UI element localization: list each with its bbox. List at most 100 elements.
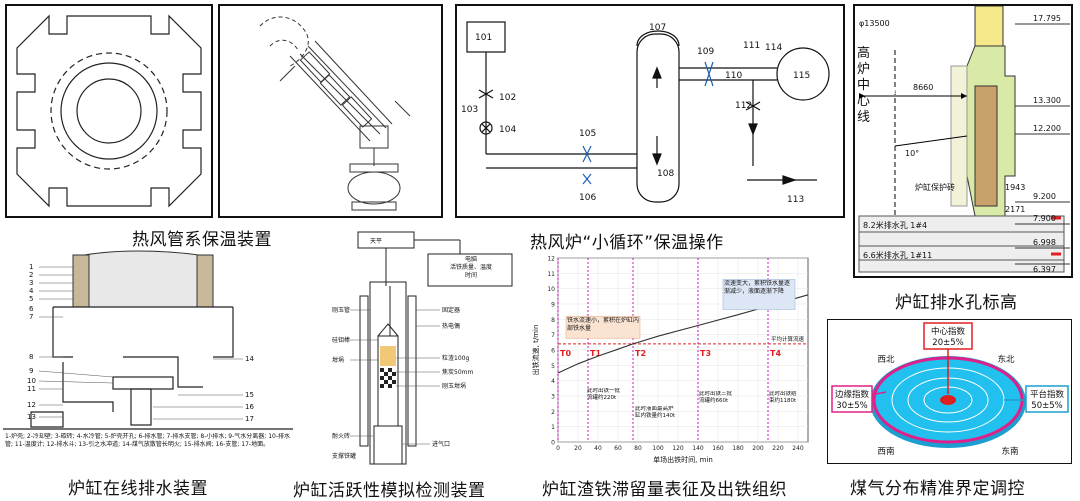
gas-nw: 西北 <box>877 355 895 365</box>
od-n10: 10 <box>27 377 36 385</box>
gas-sw: 西南 <box>877 446 894 457</box>
caption-hot-air-pipe: 热风管系保温装置 <box>132 230 272 250</box>
chart-annotation-3: 此时出铁一批流罐约220t <box>587 388 620 401</box>
chart-x-tick-label: 120 <box>672 445 684 452</box>
drain-row1: 8.2米排水孔 1#4 <box>863 220 927 230</box>
chart-y-tick-label: 5 <box>551 363 555 370</box>
gas-distribution-drawing: 中心指数 20±5% 边缘指数 30±5% 平台指数 50±5% 西北 东北 西… <box>831 322 1069 457</box>
panel-pipe-assembly <box>218 4 443 218</box>
label-106: 106 <box>579 193 596 203</box>
gas-center-label: 中心指数 <box>931 326 966 337</box>
act-thermocouple: 热电偶 <box>442 322 460 330</box>
od-n16: 16 <box>245 403 254 411</box>
drain-center-line: 高炉中心线 <box>857 46 871 125</box>
online-drain-drawing: 1 2 3 4 5 6 7 8 9 10 11 12 13 14 15 16 1… <box>3 250 293 448</box>
drain-e6397: 6.397 <box>1033 265 1056 274</box>
od-n14: 14 <box>245 355 254 363</box>
chart-annotation-5-text: 此时出铁三批流罐约660t <box>699 390 733 404</box>
chart-y-tick-label: 3 <box>551 394 555 401</box>
od-n7: 7 <box>29 313 33 321</box>
chart-y-tick-label: 2 <box>551 409 555 416</box>
chart-annotation-4-text: 此时液面最高炉缸内铁量约140t <box>635 406 676 420</box>
chart-y-tick-label: 8 <box>551 317 555 324</box>
act-graphite: 刚玉坩埚 <box>442 382 466 390</box>
drain-e6998: 6.998 <box>1033 238 1056 247</box>
chart-x-tick-label: 100 <box>652 445 664 452</box>
drain-2171: 2171 <box>1005 205 1025 214</box>
panel-activity-test: 天平 固定器 刚玉管 热电偶 硅钼棒 坩埚 粒渣100g 焦炭50mm 刚玉坩埚… <box>330 226 520 468</box>
od-n17: 17 <box>245 415 254 423</box>
gas-center-value: 20±5% <box>932 338 963 348</box>
panel-flange <box>5 4 213 218</box>
chart-x-tick-label: 160 <box>712 445 724 452</box>
chart-annotation-1-text: 铁水流速小，累积在炉缸内部铁水量 <box>567 317 639 332</box>
chart-x-tick-label: 80 <box>634 445 642 452</box>
drain-8660: 8660 <box>889 88 907 96</box>
panel-gas-distribution: 中心指数 20±5% 边缘指数 30±5% 平台指数 50±5% 西北 东北 西… <box>827 319 1072 464</box>
label-112: 112 <box>735 101 752 111</box>
drain-deg: 10° <box>905 149 919 158</box>
activity-drawing: 天平 固定器 刚玉管 热电偶 硅钼棒 坩埚 粒渣100g 焦炭50mm 刚玉坩埚… <box>332 231 513 465</box>
od-n15: 15 <box>245 391 254 399</box>
act-computer: 电脑 活铁质量、温度 时间 <box>449 256 492 279</box>
chart-x-tick-label: 180 <box>732 445 744 452</box>
act-balance: 天平 <box>370 238 382 245</box>
chart-x-tick-label: 200 <box>752 445 764 452</box>
caption-slag-iron: 炉缸渣铁滞留量表征及出铁组织 <box>542 480 787 500</box>
od-n2: 2 <box>29 271 33 279</box>
od-n1: 1 <box>29 263 33 271</box>
drain-1943: 1943 <box>1005 183 1025 192</box>
panel-drain-hole: φ13500 8660 8660 10° 炉缸保护砖 17.795 13.300… <box>853 4 1073 278</box>
od-n11: 11 <box>27 385 36 393</box>
chart-y-tick-label: 11 <box>547 271 555 278</box>
label-102: 102 <box>499 93 516 103</box>
chart-y-tick-label: 6 <box>551 348 555 355</box>
od-n13: 13 <box>27 413 36 421</box>
chart-x-tick-label: 20 <box>574 445 582 452</box>
act-corundum: 刚玉管 <box>332 306 350 314</box>
od-n9: 9 <box>29 367 33 375</box>
od-n8: 8 <box>29 353 33 361</box>
od-n12: 12 <box>27 401 36 409</box>
pipe-assembly-drawing <box>259 16 411 211</box>
chart-y-tick-label: 9 <box>551 302 555 309</box>
act-granules: 粒渣100g <box>442 354 469 362</box>
drain-phi: φ13500 <box>859 19 890 28</box>
label-110: 110 <box>725 71 742 81</box>
act-fixer: 固定器 <box>442 306 460 314</box>
flange-drawing <box>16 14 202 208</box>
chart-y-tick-label: 0 <box>551 440 555 447</box>
chart-marker-label: T2 <box>635 349 646 358</box>
chart-x-tick-label: 240 <box>792 445 804 452</box>
chart-x-tick-label: 0 <box>556 445 560 452</box>
chart-x-tick-label: 40 <box>594 445 602 452</box>
gas-platform-value: 50±5% <box>1031 401 1062 411</box>
act-sic: 硅钼棒 <box>332 336 350 344</box>
chart-marker-label: T3 <box>700 349 711 358</box>
chart-marker-label: T1 <box>590 349 601 358</box>
small-cycle-drawing: 101 102 103 104 105 106 107 108 109 110 … <box>461 21 830 205</box>
gas-se: 东南 <box>1001 446 1018 457</box>
label-114: 114 <box>765 43 782 53</box>
caption-small-cycle: 热风炉“小循环”保温操作 <box>530 233 724 253</box>
act-gas-inlet: 进气口 <box>432 440 450 448</box>
chart-x-tick-label: 60 <box>614 445 622 452</box>
drain-e12200: 12.200 <box>1033 124 1061 133</box>
drain-hole-drawing: φ13500 8660 8660 10° 炉缸保护砖 17.795 13.300… <box>857 5 1070 274</box>
chart-annotation-1-box <box>565 315 641 339</box>
od-n6: 6 <box>29 305 34 313</box>
chart-annotation-1: 铁水流速小，累积在炉缸内部铁水量 <box>567 317 639 332</box>
label-107: 107 <box>649 23 666 33</box>
label-103: 103 <box>461 105 478 115</box>
drain-e17795: 17.795 <box>1033 14 1061 23</box>
gas-edge-label: 边缘指数 <box>835 389 870 400</box>
drain-e13300: 13.300 <box>1033 96 1061 105</box>
caption-online-drain: 炉缸在线排水装置 <box>68 479 208 499</box>
act-crucible: 坩埚 <box>332 356 344 364</box>
od-legend: 1-炉壳; 2-冷却壁; 3-碳砖; 4-水冷管; 5-炉壳开孔; 6-排水管;… <box>5 433 291 448</box>
chart-x-tick-label: 220 <box>772 445 784 452</box>
chart-y-tick-label: 1 <box>551 424 555 431</box>
drain-protect: 炉缸保护砖 <box>915 182 955 192</box>
